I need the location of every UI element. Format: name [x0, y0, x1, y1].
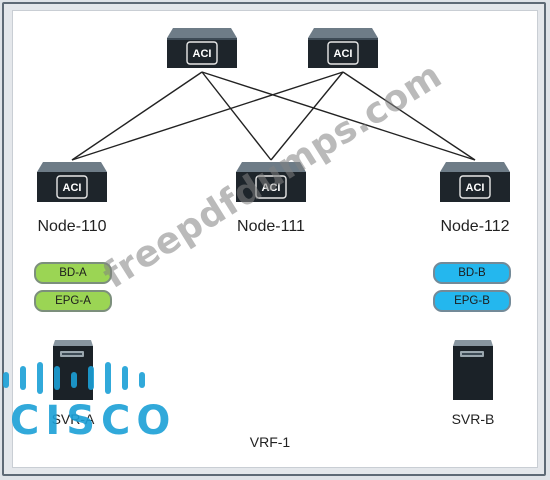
cisco-logo-icon: CISCO	[3, 362, 176, 442]
link-spine2-leaf111	[270, 71, 344, 161]
cisco-logo-text: CISCO	[10, 398, 176, 442]
server-b-label: SVR-B	[451, 411, 495, 427]
link-spine1-leaf110	[71, 71, 203, 161]
leaf112-aci-text: ACI	[466, 182, 485, 194]
diagram-canvas	[12, 10, 538, 468]
link-spine2-leaf110	[71, 71, 344, 161]
node-label-111: Node-111	[237, 218, 305, 235]
node-label-110: Node-110	[37, 218, 107, 235]
leaf-switch-110: ACI	[37, 162, 107, 202]
spine2-aci-text: ACI	[334, 48, 353, 60]
bd-a-pill: BD-A	[34, 262, 112, 284]
node-label-112: Node-112	[440, 218, 510, 235]
server-b-icon	[453, 340, 493, 400]
server-a-label: SVR-A	[51, 411, 95, 427]
link-spine1-leaf111	[201, 71, 272, 161]
leaf-switch-112: ACI	[440, 162, 510, 202]
bd-b-pill: BD-B	[433, 262, 511, 284]
spine-switch-1: ACI	[167, 28, 237, 68]
epg-b-pill: EPG-B	[433, 290, 511, 312]
leaf110-aci-text: ACI	[63, 182, 82, 194]
link-spine1-leaf112	[201, 71, 476, 161]
link-spine2-leaf112	[342, 71, 476, 161]
leaf111-aci-text: ACI	[262, 182, 281, 194]
epg-a-pill: EPG-A	[34, 290, 112, 312]
spine1-aci-text: ACI	[193, 48, 212, 60]
vrf-label: VRF-1	[249, 434, 291, 450]
leaf-switch-111: ACI	[236, 162, 306, 202]
spine-switch-2: ACI	[308, 28, 378, 68]
